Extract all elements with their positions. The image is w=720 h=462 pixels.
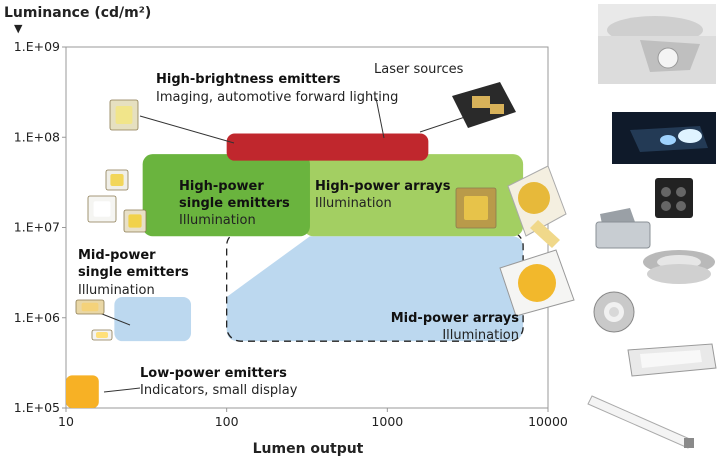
region-high-power-single-emitters xyxy=(142,154,310,237)
region-name-low-power: Low-power emitters xyxy=(140,366,287,381)
region-name-high-power-arrays: High-power arrays xyxy=(315,179,451,194)
y-tick-label: 1.E+05 xyxy=(14,400,60,415)
high-power-emitter-thumbnail xyxy=(123,209,147,233)
high-power-emitter-thumbnail xyxy=(105,169,129,191)
x-tick-label: 1000 xyxy=(371,414,403,429)
region-desc-mid-power-arrays: Illumination xyxy=(442,328,519,343)
y-axis-title: Luminance (cd/m²) xyxy=(4,5,151,21)
region-name-high-power-single-line1: High-power xyxy=(179,179,264,194)
region-desc-mid-power-single: Illumination xyxy=(78,283,155,298)
label-mid-power-single: Mid-power single emitters Illumination xyxy=(78,248,189,298)
x-tick-label: 100 xyxy=(215,414,239,429)
label-low-power: Low-power emitters Indicators, small dis… xyxy=(140,366,298,398)
x-tick-label: 10000 xyxy=(528,414,568,429)
y-tick-label: 1.E+09 xyxy=(14,39,60,54)
x-axis-title: Lumen output xyxy=(253,441,364,457)
label-high-power-arrays: High-power arrays Illumination xyxy=(315,179,451,211)
tube-lamp-photo xyxy=(587,395,694,449)
label-mid-power-arrays: Mid-power arrays Illumination xyxy=(391,311,520,343)
high-power-emitter-thumbnail xyxy=(87,195,117,223)
label-high-brightness: High-brightness emitters Imaging, automo… xyxy=(156,72,398,105)
high-brightness-chip-thumbnail xyxy=(109,99,139,131)
y-tick-label: 1.E+08 xyxy=(14,129,60,144)
tick-labels: 10 100 1000 10000 1.E+05 1.E+06 1.E+07 1.E+08 1.… xyxy=(14,39,568,429)
mid-power-array-thumbnail xyxy=(499,249,575,317)
leader-line xyxy=(103,387,141,393)
high-bay-fixture-photo xyxy=(595,208,651,249)
led-bulb-photo xyxy=(593,291,635,333)
region-desc-high-power-single: Illumination xyxy=(179,213,256,228)
region-mid-power-single-emitters xyxy=(114,296,192,342)
region-name-high-brightness: High-brightness emitters xyxy=(156,72,341,87)
laser-module-thumbnail xyxy=(452,82,516,128)
region-name-mid-power-single-line2: single emitters xyxy=(78,265,189,280)
y-tick-label: 1.E+07 xyxy=(14,220,60,235)
leader-line xyxy=(139,115,235,144)
region-name-high-power-single-line2: single emitters xyxy=(179,196,290,211)
region-high-brightness-emitters xyxy=(226,133,429,161)
cob-array-thumbnail xyxy=(507,165,567,248)
application-photo-column xyxy=(587,4,717,449)
y-tick-label: 1.E+06 xyxy=(14,310,60,325)
x-tick-label: 10 xyxy=(58,414,74,429)
region-name-mid-power-single-line1: Mid-power xyxy=(78,248,156,263)
downlight-photo xyxy=(643,250,715,284)
product-thumbnails xyxy=(75,82,575,341)
region-desc-low-power: Indicators, small display xyxy=(140,383,298,398)
y-axis-arrow-icon: ▼ xyxy=(14,22,23,35)
region-name-mid-power-arrays: Mid-power arrays xyxy=(391,311,520,326)
high-power-array-chip-thumbnail xyxy=(455,187,497,229)
region-desc-high-power-arrays: Illumination xyxy=(315,196,392,211)
automotive-headlight-photo xyxy=(598,4,716,84)
mid-power-emitter-thumbnail xyxy=(75,299,105,315)
label-high-power-single: High-power single emitters Illumination xyxy=(179,179,290,228)
track-light-photo xyxy=(655,178,693,218)
mid-power-emitter-thumbnail xyxy=(91,329,113,341)
region-low-power-emitters xyxy=(66,375,99,408)
car-headlight-night-photo xyxy=(612,112,716,164)
troffer-panel-photo xyxy=(627,343,717,377)
region-mid-power-arrays xyxy=(226,236,524,342)
region-desc-high-brightness: Imaging, automotive forward lighting xyxy=(156,90,398,105)
leader-line xyxy=(375,97,385,139)
region-name-laser-sources: Laser sources xyxy=(374,62,464,77)
